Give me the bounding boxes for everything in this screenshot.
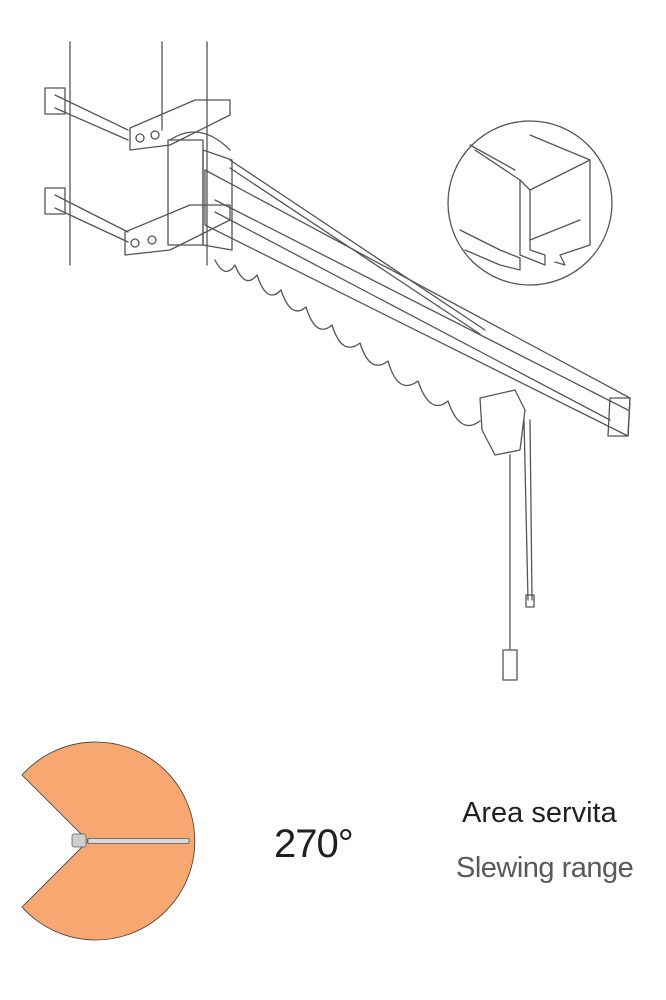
- wall-jib-crane-illustration: [0, 0, 666, 720]
- festoon-cable: [215, 260, 480, 426]
- slewing-range-label-it: Area servita: [462, 797, 617, 829]
- profile-detail-inset: [448, 121, 612, 285]
- pivot-symbol: [72, 834, 86, 847]
- slewing-range-diagram: [0, 730, 200, 950]
- chain-hoist: [480, 390, 534, 680]
- wall-brackets: [45, 88, 230, 255]
- pivot-mount: [168, 132, 232, 250]
- slewing-angle-value: 270°: [274, 822, 354, 866]
- jib-arm-symbol: [88, 839, 189, 844]
- wall-column: [70, 42, 207, 265]
- slewing-range-label-en: Slewing range: [456, 852, 634, 884]
- jib-arm: [205, 160, 630, 436]
